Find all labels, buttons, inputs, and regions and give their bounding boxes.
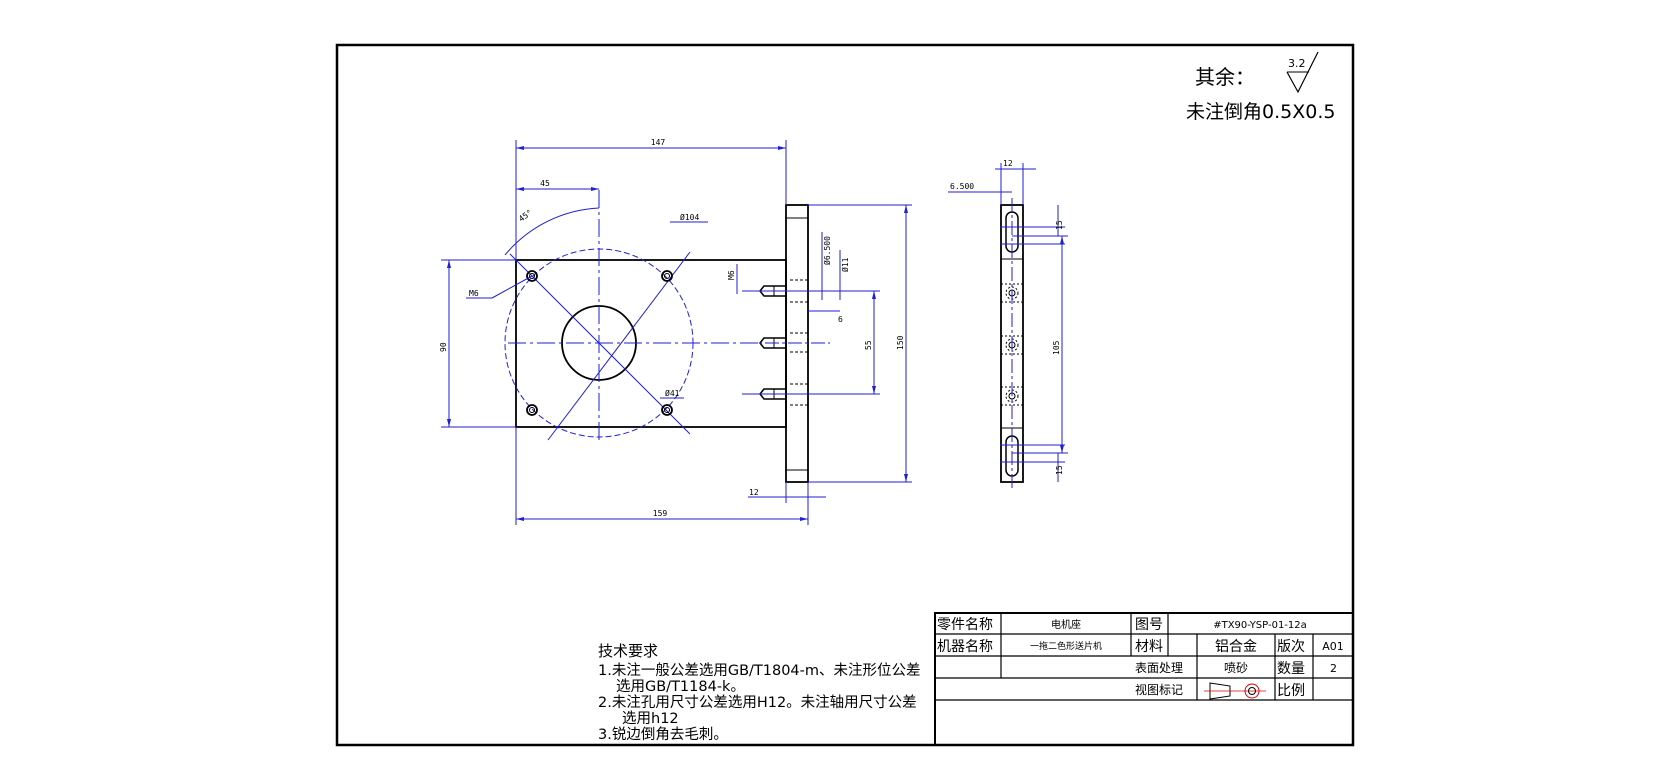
dim-105: 105 — [1052, 340, 1061, 355]
tech-line-1: 1.未注一般公差选用GB/T1804-m、未注形位公差 — [598, 662, 921, 679]
qty-label: 数量 — [1277, 661, 1305, 677]
machine-label: 机器名称 — [937, 639, 993, 655]
dim-90: 90 — [439, 342, 448, 352]
dim-thread-side: M6 — [727, 270, 736, 280]
version-value: A01 — [1322, 640, 1344, 653]
dim-bolt-circle: Ø104 — [680, 212, 699, 222]
drawing-no-label: 图号 — [1135, 617, 1163, 633]
dim-flange-12: 12 — [749, 488, 759, 497]
dim-slot-top: 15 — [1055, 220, 1064, 230]
part-name-value: 电机座 — [1051, 618, 1081, 631]
view-label: 视图标记 — [1135, 682, 1183, 697]
part-name-label: 零件名称 — [937, 617, 993, 633]
dim-slot-bottom: 15 — [1055, 465, 1064, 475]
dim-side-12: 12 — [1003, 159, 1013, 168]
dim-159: 159 — [653, 509, 668, 518]
dim-150: 150 — [896, 335, 905, 350]
machine-value: 一拖二色形送片机 — [1030, 640, 1102, 652]
tech-line-4: 选用h12 — [622, 710, 679, 727]
material-value: 铝合金 — [1215, 639, 1257, 655]
tech-line-3: 2.未注孔用尺寸公差选用H12。未注轴用尺寸公差 — [598, 694, 917, 711]
scale-label: 比例 — [1277, 683, 1305, 699]
mounting-holes — [526, 270, 673, 416]
qty-value: 2 — [1330, 662, 1337, 675]
version-label: 版次 — [1277, 639, 1305, 655]
tech-requirements: 技术要求 1.未注一般公差选用GB/T1804-m、未注形位公差 选用GB/T1… — [598, 642, 921, 743]
tech-line-5: 3.锐边倒角去毛刺。 — [598, 726, 728, 743]
dim-bore: Ø41 — [665, 388, 680, 398]
tech-line-2: 选用GB/T1184-k。 — [616, 678, 745, 695]
dim-45: 45 — [540, 179, 550, 188]
side-view — [1000, 198, 1065, 490]
dim-55: 55 — [864, 340, 873, 350]
projection-symbol — [1204, 682, 1266, 700]
material-label: 材料 — [1135, 639, 1163, 655]
dim-hole-6-5: Ø6.500 — [822, 236, 832, 265]
chamfer-note: 未注倒角0.5X0.5 — [1186, 101, 1335, 123]
tech-title: 技术要求 — [598, 642, 658, 660]
dim-147: 147 — [651, 138, 666, 147]
surface-value: 喷砂 — [1224, 661, 1248, 675]
surface-label: 表面处理 — [1135, 661, 1183, 675]
dim-side-6-5: 6.500 — [950, 182, 974, 191]
front-dimensions: 147 45 45° Ø104 Ø41 90 M6 M6 Ø6.500 Ø11 — [439, 138, 912, 525]
roughness-prefix: 其余： — [1195, 65, 1255, 89]
drawing-no-value: #TX90-YSP-01-12a — [1213, 620, 1307, 631]
roughness-symbol: 3.2 — [1286, 51, 1319, 94]
title-block: 零件名称 电机座 图号 #TX90-YSP-01-12a 机器名称 一拖二色形送… — [934, 612, 1354, 746]
drawing-frame — [335, 43, 1355, 747]
roughness-value: 3.2 — [1288, 57, 1306, 70]
side-dimensions: 12 6.500 15 105 15 — [948, 159, 1068, 482]
dim-depth-6: 6 — [838, 315, 843, 324]
dim-thread-left: M6 — [469, 289, 479, 298]
front-view — [504, 190, 880, 483]
dim-angle: 45° — [517, 208, 534, 224]
dim-hole-11: Ø11 — [840, 257, 850, 272]
